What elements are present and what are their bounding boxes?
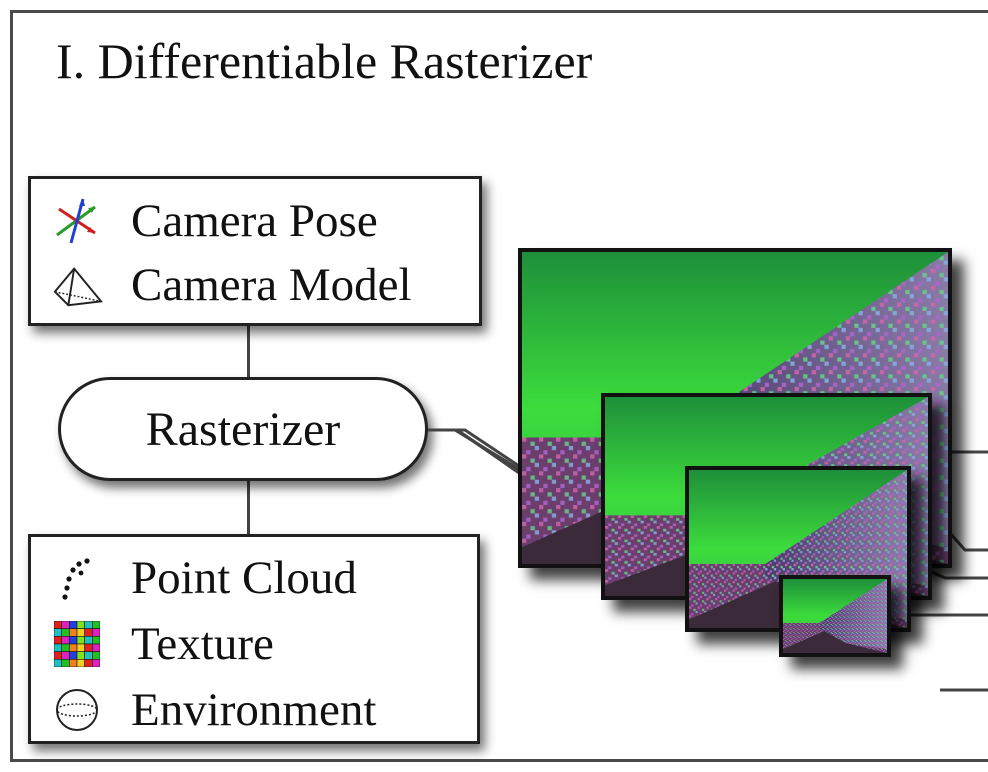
section-title: I. Differentiable Rasterizer (56, 33, 593, 89)
camera-pose-row: Camera Pose (31, 193, 378, 249)
point-cloud-label: Point Cloud (131, 552, 357, 604)
texture-row: Texture (31, 615, 274, 673)
environment-label: Environment (131, 684, 377, 736)
axes-icon (51, 198, 103, 244)
camera-model-label: Camera Model (131, 259, 412, 311)
camera-pose-label: Camera Pose (131, 195, 378, 247)
sphere-icon (51, 687, 103, 733)
scene-input-box: Point Cloud Texture Environment (28, 534, 480, 744)
rasterizer-node: Rasterizer (58, 377, 428, 481)
camera-model-row: Camera Model (31, 257, 412, 313)
camera-frustum-icon (51, 262, 103, 308)
environment-row: Environment (31, 681, 376, 739)
connector-camera-rasterizer (247, 325, 250, 379)
pyramid-level-3 (779, 575, 891, 657)
connector-rasterizer-scene (247, 481, 250, 536)
section-frame (10, 10, 988, 762)
point-cloud-row: Point Cloud (31, 549, 357, 607)
texture-grid-icon (51, 621, 103, 667)
point-cloud-icon (51, 555, 103, 601)
camera-input-box: Camera Pose Camera Model (28, 176, 482, 326)
texture-label: Texture (131, 618, 274, 670)
